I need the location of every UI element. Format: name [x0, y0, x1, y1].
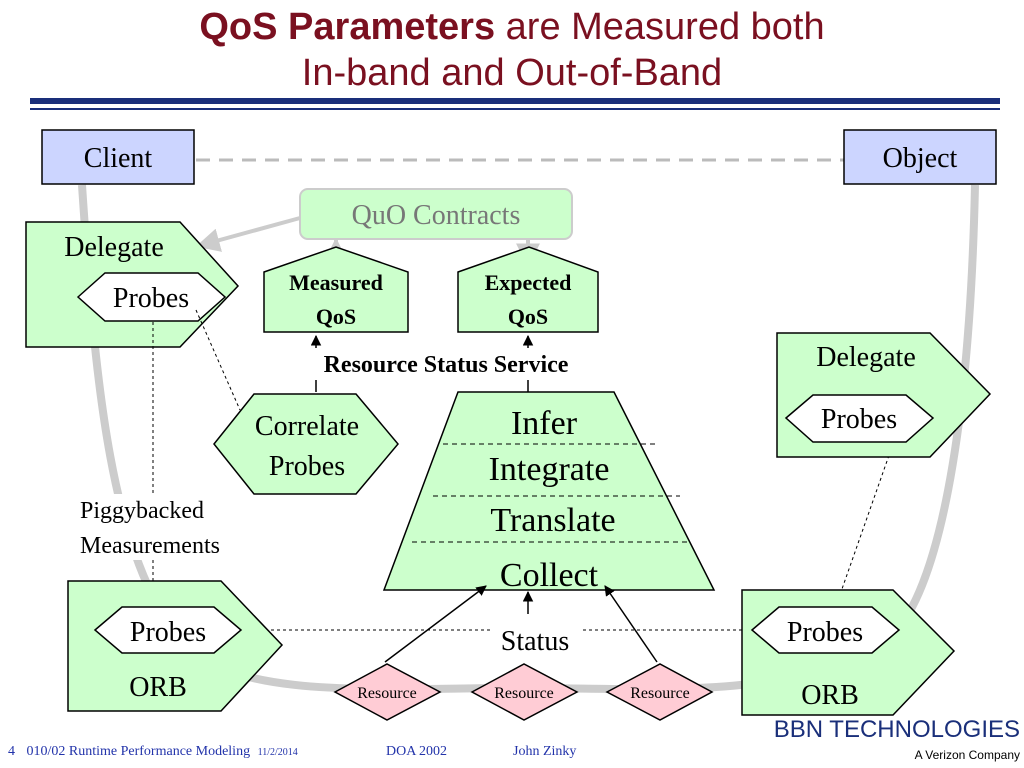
right-orb-probes-shape: [750, 606, 901, 654]
left-delegate-probes-shape: [76, 272, 227, 322]
expected-qos-line-1: Expected: [485, 270, 572, 295]
footer-date: 11/2/2014: [257, 747, 298, 758]
resource-2-label: Resource: [494, 685, 554, 702]
correlate-probes-shape: [213, 393, 399, 495]
bbn-tagline: A Verizon Company: [914, 748, 1020, 762]
resource-3-arrow: [604, 585, 658, 663]
rss-label-backdrop: [298, 348, 594, 380]
slide-title-line-2: In-band and Out-of-Band: [301, 52, 723, 94]
resource-status-service-label: Resource Status Service: [324, 352, 569, 378]
probes-to-correlate-dashed: [195, 309, 241, 411]
status-label-backdrop: [490, 623, 580, 657]
title-rule-thick: [30, 98, 1000, 104]
rss-layer-translate: Translate: [490, 502, 615, 539]
right-probes-dashed: [835, 443, 894, 607]
measured-qos-line-2: QoS: [316, 304, 356, 329]
left-orb-probes-label: Probes: [130, 617, 206, 648]
footer-left: 4 010/02 Runtime Performance Modeling 11…: [8, 744, 298, 760]
footer-author: John Zinky: [513, 744, 577, 759]
measured-qos-shape: [263, 246, 409, 333]
rss-layer-collect: Collect: [500, 557, 599, 594]
left-delegate-probes-label: Probes: [113, 283, 189, 314]
rss-trapezoid: [382, 391, 716, 591]
resource-1-shape: [333, 663, 442, 721]
object-label: Object: [883, 143, 958, 174]
expected-qos-shape: [457, 246, 599, 333]
quo-contracts-label: QuO Contracts: [352, 200, 521, 231]
left-orb-probes-shape: [93, 606, 243, 654]
left-delegate-label: Delegate: [64, 232, 164, 263]
piggyback-label-backdrop: [74, 494, 250, 560]
resource-2-shape: [470, 663, 579, 721]
title-rest: are Measured both: [495, 6, 825, 48]
slide-number: 4: [8, 744, 15, 759]
rss-layer-infer: Infer: [511, 405, 578, 442]
correlate-probes-line-2: Probes: [269, 451, 345, 482]
resource-3-label: Resource: [630, 685, 690, 702]
title-rule-thin: [30, 108, 1000, 110]
right-delegate-label: Delegate: [816, 342, 916, 373]
quo-contracts-box: [299, 188, 573, 240]
right-delegate-probes-label: Probes: [821, 404, 897, 435]
course-title: 010/02 Runtime Performance Modeling: [26, 744, 251, 759]
expected-qos-line-2: QoS: [508, 304, 548, 329]
bbn-logo: BBN TECHNOLOGIES: [773, 716, 1020, 743]
right-delegate-probes-shape: [784, 394, 935, 443]
piggybacked-line-2: Measurements: [80, 533, 220, 559]
resource-3-shape: [605, 663, 714, 721]
slide-title-line-1: QoS Parameters are Measured both: [0, 6, 1024, 48]
piggybacked-line-1: Piggybacked: [80, 498, 204, 524]
client-box: [41, 129, 195, 185]
object-box: [843, 129, 997, 185]
right-orb-label: ORB: [801, 680, 859, 711]
rss-layer-integrate: Integrate: [489, 451, 610, 488]
correlate-probes-line-1: Correlate: [255, 411, 359, 442]
title-bold: QoS Parameters: [199, 6, 496, 48]
footer-conference: DOA 2002: [386, 744, 448, 759]
resource-1-arrow: [384, 585, 487, 663]
measured-qos-line-1: Measured: [289, 270, 383, 295]
status-label: Status: [501, 626, 569, 657]
client-label: Client: [84, 143, 153, 174]
contracts-to-delegate-line: [195, 216, 301, 252]
resource-1-label: Resource: [357, 685, 417, 702]
right-orb-probes-label: Probes: [787, 617, 863, 648]
left-orb-label: ORB: [129, 672, 187, 703]
